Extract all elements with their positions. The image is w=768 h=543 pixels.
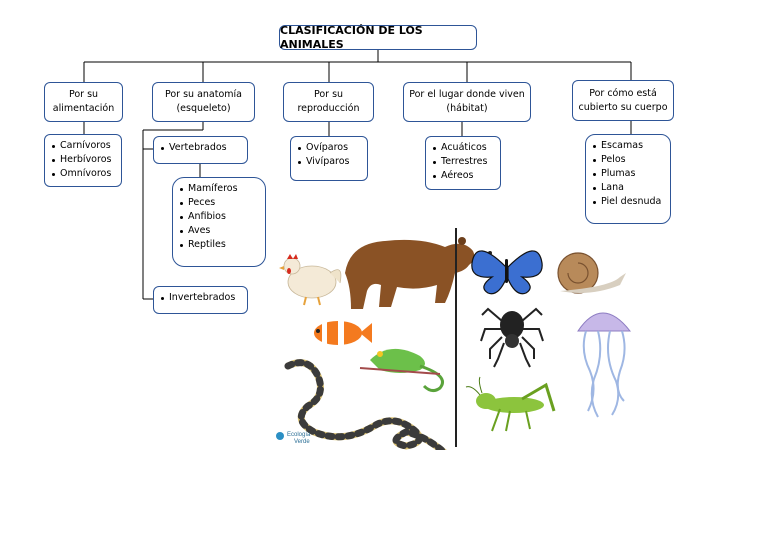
vertebrados-list: Mamíferos Peces Anfibios Aves Reptiles: [172, 177, 266, 267]
list-item: Peces: [179, 196, 259, 210]
watermark-line2: Verde: [294, 439, 310, 445]
list-item: Mamíferos: [179, 182, 259, 196]
invertebrados-box: Invertebrados: [153, 286, 248, 314]
category-anatomia: Por su anatomía (esqueleto): [152, 82, 255, 122]
list-item: Herbívoros: [51, 153, 115, 167]
list-item: Omnívoros: [51, 167, 115, 181]
list-item: Terrestres: [432, 155, 494, 169]
divider-line: [455, 228, 457, 447]
ecologia-verde-logo: Ecología Verde: [276, 432, 311, 445]
list-item: Aves: [179, 224, 259, 238]
grasshopper-icon: [465, 376, 556, 432]
alimentacion-list: Carnívoros Herbívoros Omnívoros: [44, 134, 122, 187]
bear-icon: [345, 237, 492, 309]
list-item: Vivíparos: [297, 155, 361, 169]
jellyfish-icon: [577, 312, 632, 418]
category-reproduccion: Por su reproducción: [283, 82, 374, 122]
hen-icon: [279, 254, 342, 306]
list-item: Aéreos: [432, 169, 494, 183]
chameleon-icon: [359, 348, 444, 393]
list-item: Vertebrados: [160, 141, 241, 155]
list-item: Escamas: [592, 139, 664, 153]
list-item: Acuáticos: [432, 141, 494, 155]
list-item: Lana: [592, 181, 664, 195]
list-item: Anfibios: [179, 210, 259, 224]
list-item: Ovíparos: [297, 141, 361, 155]
snake-icon: [284, 359, 447, 450]
list-item: Plumas: [592, 167, 664, 181]
list-item: Carnívoros: [51, 139, 115, 153]
habitat-list: Acuáticos Terrestres Aéreos: [425, 136, 501, 190]
animals-illustration: Ecología Verde: [276, 237, 632, 450]
list-item: Piel desnuda: [592, 195, 664, 209]
vertebrados-box: Vertebrados: [153, 136, 248, 164]
category-alimentacion: Por su alimentación: [44, 82, 123, 122]
list-item: Invertebrados: [160, 291, 241, 305]
butterfly-icon: [471, 250, 543, 295]
cuerpo-list: Escamas Pelos Plumas Lana Piel desnuda: [585, 134, 671, 224]
clownfish-icon: [314, 321, 372, 345]
snail-icon: [557, 252, 626, 294]
category-habitat: Por el lugar donde viven (hábitat): [403, 82, 531, 122]
reproduccion-list: Ovíparos Vivíparos: [290, 136, 368, 181]
category-cuerpo: Por cómo está cubierto su cuerpo: [572, 80, 674, 121]
list-item: Reptiles: [179, 238, 259, 252]
watermark-line1: Ecología: [287, 432, 311, 438]
diagram-title: CLASIFICACIÓN DE LOS ANIMALES: [279, 24, 477, 51]
list-item: Pelos: [592, 153, 664, 167]
spider-icon: [480, 307, 544, 368]
